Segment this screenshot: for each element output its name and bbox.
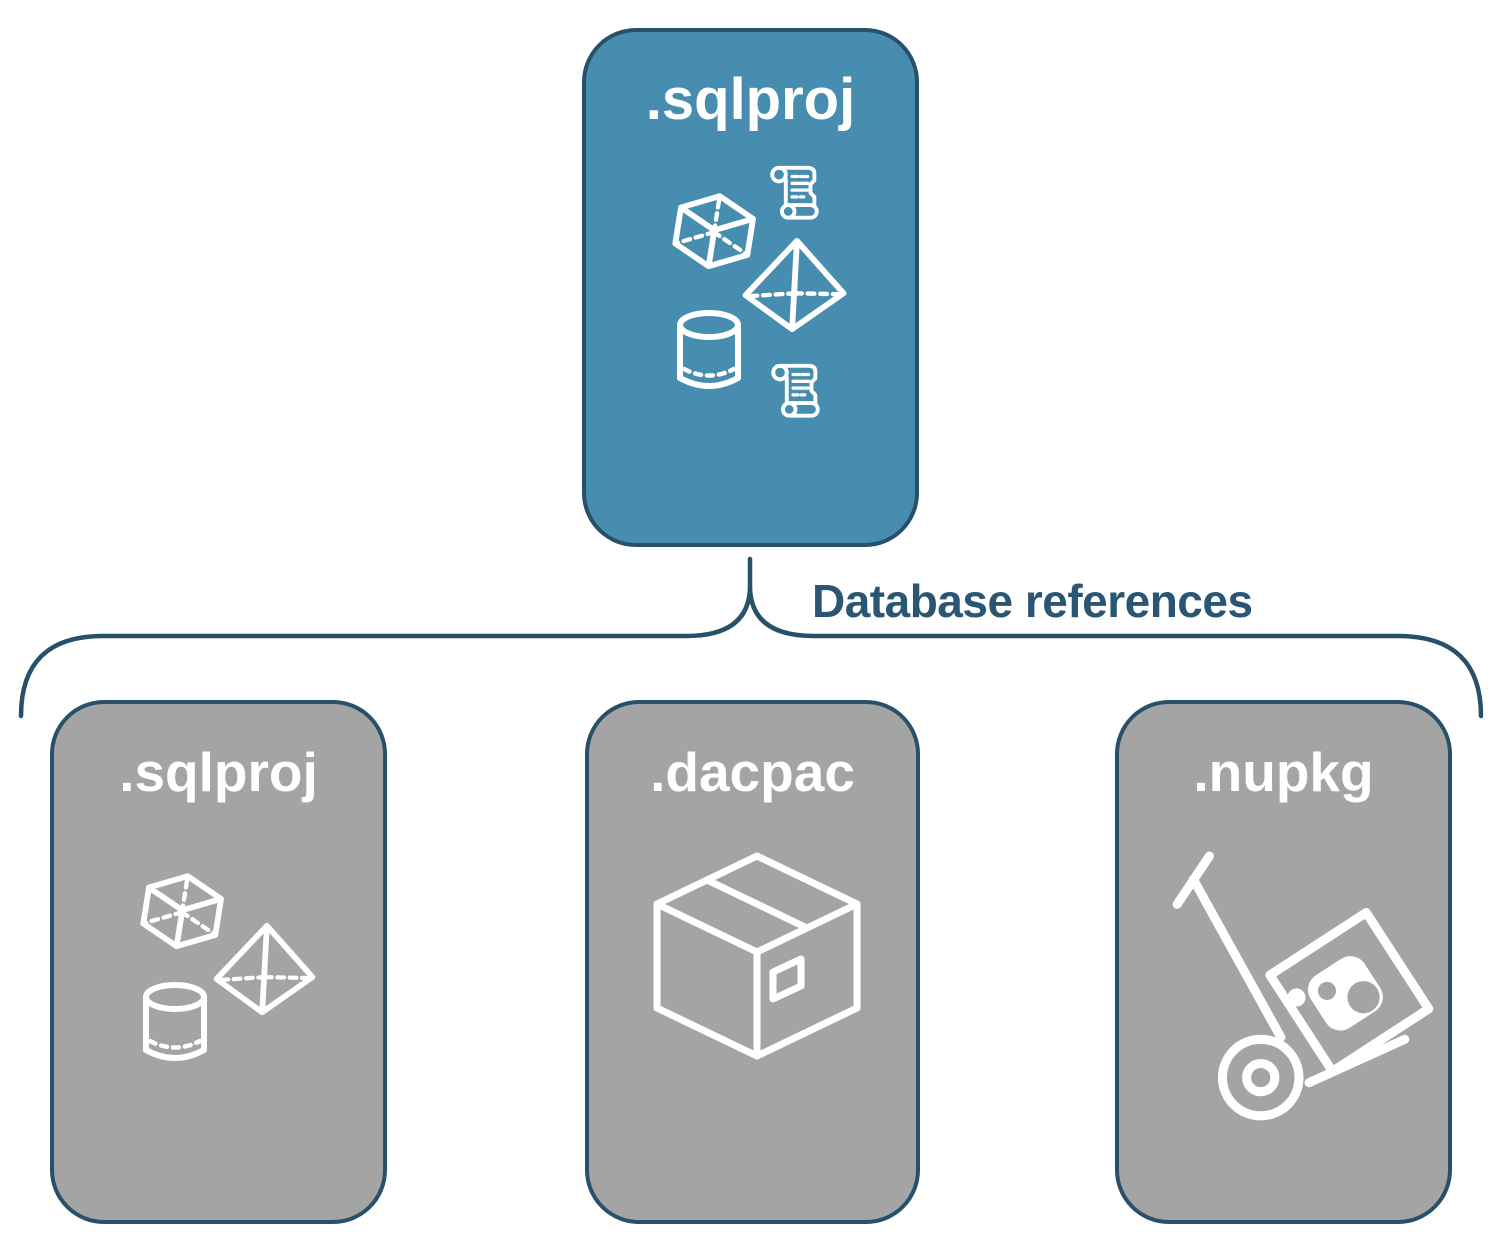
node-child-dacpac: .dacpac [585,700,920,1224]
node-title: .sqlproj [119,741,318,803]
node-child-sqlproj: .sqlproj [50,700,387,1224]
scroll-icon [771,363,820,418]
package-box-icon [653,852,861,1060]
connector-label: Database references [812,575,1253,627]
cylinder-icon [677,310,741,389]
nuget-hand-truck-icon [1172,851,1434,1121]
node-child-nupkg: .nupkg [1115,700,1452,1224]
cylinder-icon [143,982,207,1061]
scroll-icon [770,165,819,220]
node-root-sqlproj: .sqlproj [582,28,919,547]
node-title: .sqlproj [645,67,856,132]
node-title: .nupkg [1193,741,1374,803]
cube-icon [672,193,756,270]
node-title: .dacpac [650,741,855,803]
pyramid-icon [742,237,847,333]
pyramid-icon [213,922,316,1016]
cube-icon [140,873,224,950]
